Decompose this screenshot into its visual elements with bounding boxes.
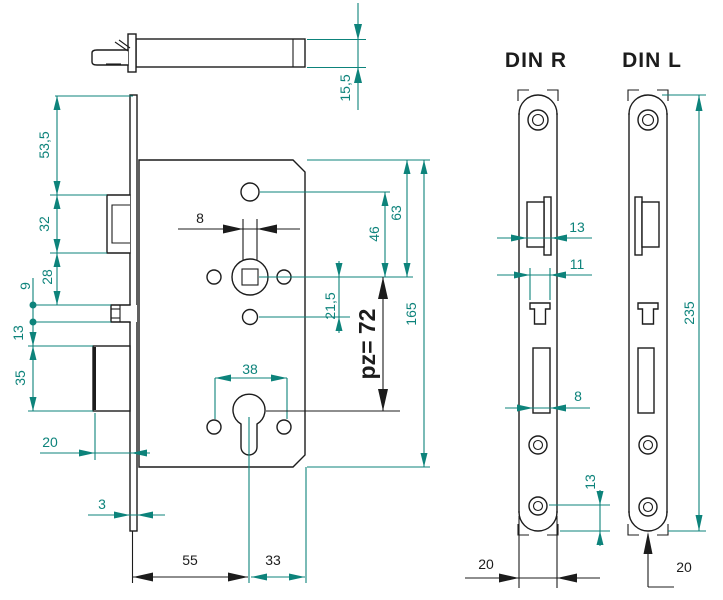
dim-label-din-13-bottom: 13 — [582, 474, 598, 490]
din-l-latch-cutout — [634, 196, 643, 256]
din-r-deadbolt-cutout — [532, 347, 551, 414]
dim-label-pz72: pz= 72 — [354, 309, 380, 380]
latch-nose — [91, 49, 129, 66]
dim-label-9: 9 — [17, 282, 33, 290]
dim-label-din-l-20: 20 — [676, 559, 692, 575]
din-r-latch-cutout — [543, 196, 552, 256]
dim-label-63: 63 — [388, 205, 404, 221]
dim-label-165: 165 — [403, 302, 419, 326]
din-r-faceplate: DIN R — [505, 49, 567, 536]
dim-label-din-11: 11 — [570, 256, 585, 272]
dim-label-32: 32 — [36, 216, 52, 232]
lock-front-view — [92, 94, 306, 532]
din-l-title: DIN L — [622, 49, 682, 72]
dim-15-5: 15,5 — [307, 3, 366, 110]
dim-label-38: 38 — [242, 361, 258, 377]
dim-label-din-8: 8 — [574, 388, 582, 404]
din-r-follower-cutout — [529, 302, 551, 325]
dim-label-28: 28 — [39, 269, 55, 285]
dim-label-55: 55 — [182, 552, 198, 568]
left-dimension-chain: 53,5 32 28 9 13 35 20 3 — [10, 95, 165, 519]
lower-fixing-hole — [241, 308, 259, 326]
din-l-faceplate: DIN L — [622, 49, 682, 536]
case-dimensions: 8 38 21,5 46 63 165 — [131, 159, 430, 583]
latch-side-view — [91, 33, 306, 73]
lock-case-outline — [138, 159, 306, 468]
deadbolt-front — [92, 345, 131, 412]
din-l-follower-cutout — [637, 302, 659, 325]
dim-label-53-5: 53,5 — [36, 131, 52, 158]
dim-label-46: 46 — [366, 226, 382, 242]
dim-label-15-5: 15,5 — [337, 74, 353, 101]
dim-label-din-r-20: 20 — [478, 556, 494, 572]
latch-bolt-front — [106, 194, 131, 254]
dim-label-3: 3 — [98, 496, 106, 512]
upper-fixing-hole — [240, 182, 260, 202]
dim-label-20-left: 20 — [42, 434, 58, 450]
dim-label-13-left: 13 — [10, 325, 26, 341]
din-r-title: DIN R — [505, 49, 567, 72]
dim-label-33: 33 — [265, 552, 281, 568]
dim-label-21-5: 21,5 — [322, 292, 338, 319]
din-dimensions: 13 11 8 13 235 20 — [465, 94, 706, 588]
dim-label-din-13: 13 — [569, 219, 585, 235]
dim-label-235: 235 — [681, 301, 697, 325]
dim-label-35: 35 — [12, 370, 28, 386]
din-l-deadbolt-cutout — [637, 347, 655, 414]
dim-label-8-slot: 8 — [196, 210, 204, 226]
spindle-square — [241, 268, 259, 286]
